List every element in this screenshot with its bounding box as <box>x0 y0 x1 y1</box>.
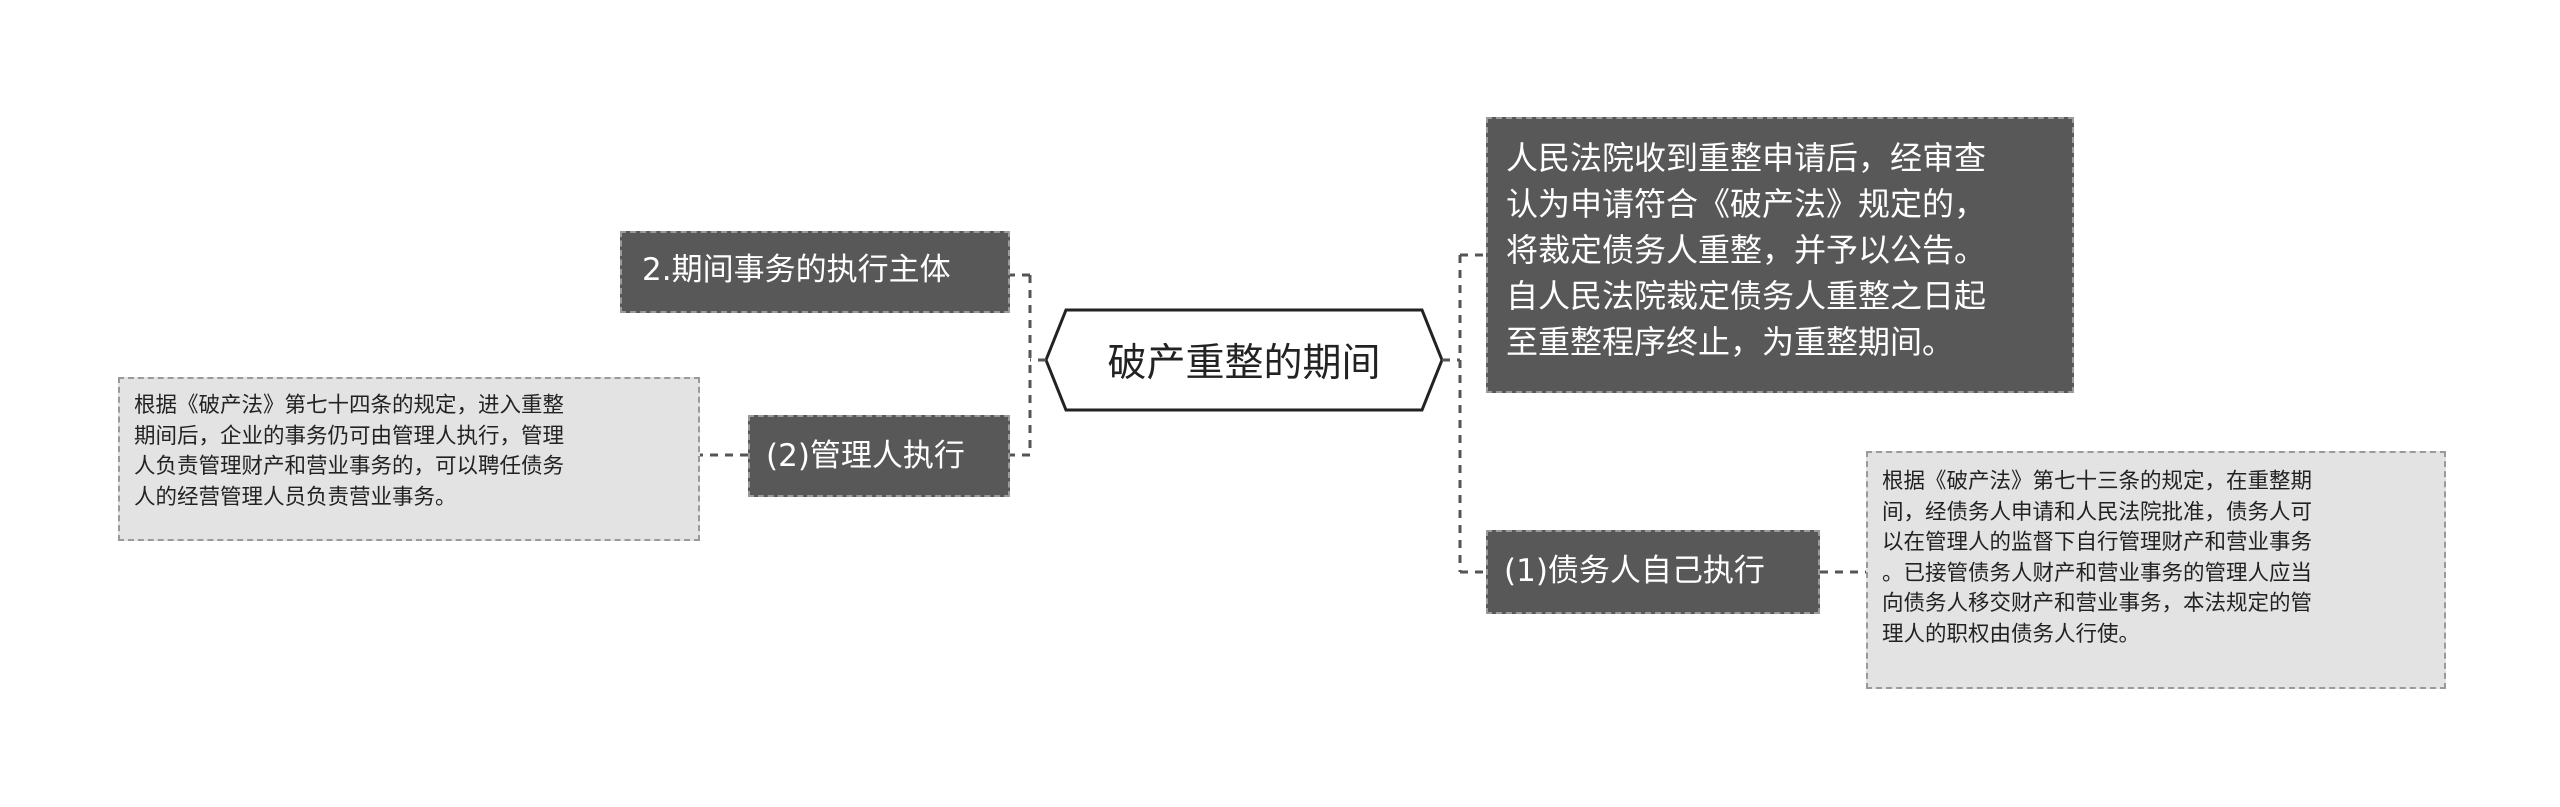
node-executor-subject: 2.期间事务的执行主体 <box>620 231 1010 313</box>
node-debtor-execution-label: (1)债务人自己执行 <box>1504 553 1765 589</box>
node-manager-execution-detail-text: 根据《破产法》第七十四条的规定，进入重整 期间后，企业的事务仍可由管理人执行，管… <box>134 393 565 510</box>
node-debtor-execution-detail-text: 根据《破产法》第七十三条的规定，在重整期 间，经债务人申请和人民法院批准，债务人… <box>1882 469 2313 647</box>
node-debtor-execution: (1)债务人自己执行 <box>1486 530 1820 614</box>
node-period-definition-text: 人民法院收到重整申请后，经审查 认为申请符合《破产法》规定的， 将裁定债务人重整… <box>1506 139 1987 361</box>
root-node-label: 破产重整的期间 <box>1107 341 1381 386</box>
node-manager-execution-detail: 根据《破产法》第七十四条的规定，进入重整 期间后，企业的事务仍可由管理人执行，管… <box>118 377 700 541</box>
node-executor-subject-label: 2.期间事务的执行主体 <box>642 252 951 288</box>
node-manager-execution: (2)管理人执行 <box>748 415 1010 497</box>
node-period-definition: 人民法院收到重整申请后，经审查 认为申请符合《破产法》规定的， 将裁定债务人重整… <box>1486 117 2074 393</box>
node-manager-execution-label: (2)管理人执行 <box>766 438 965 474</box>
node-debtor-execution-detail: 根据《破产法》第七十三条的规定，在重整期 间，经债务人申请和人民法院批准，债务人… <box>1866 451 2446 689</box>
